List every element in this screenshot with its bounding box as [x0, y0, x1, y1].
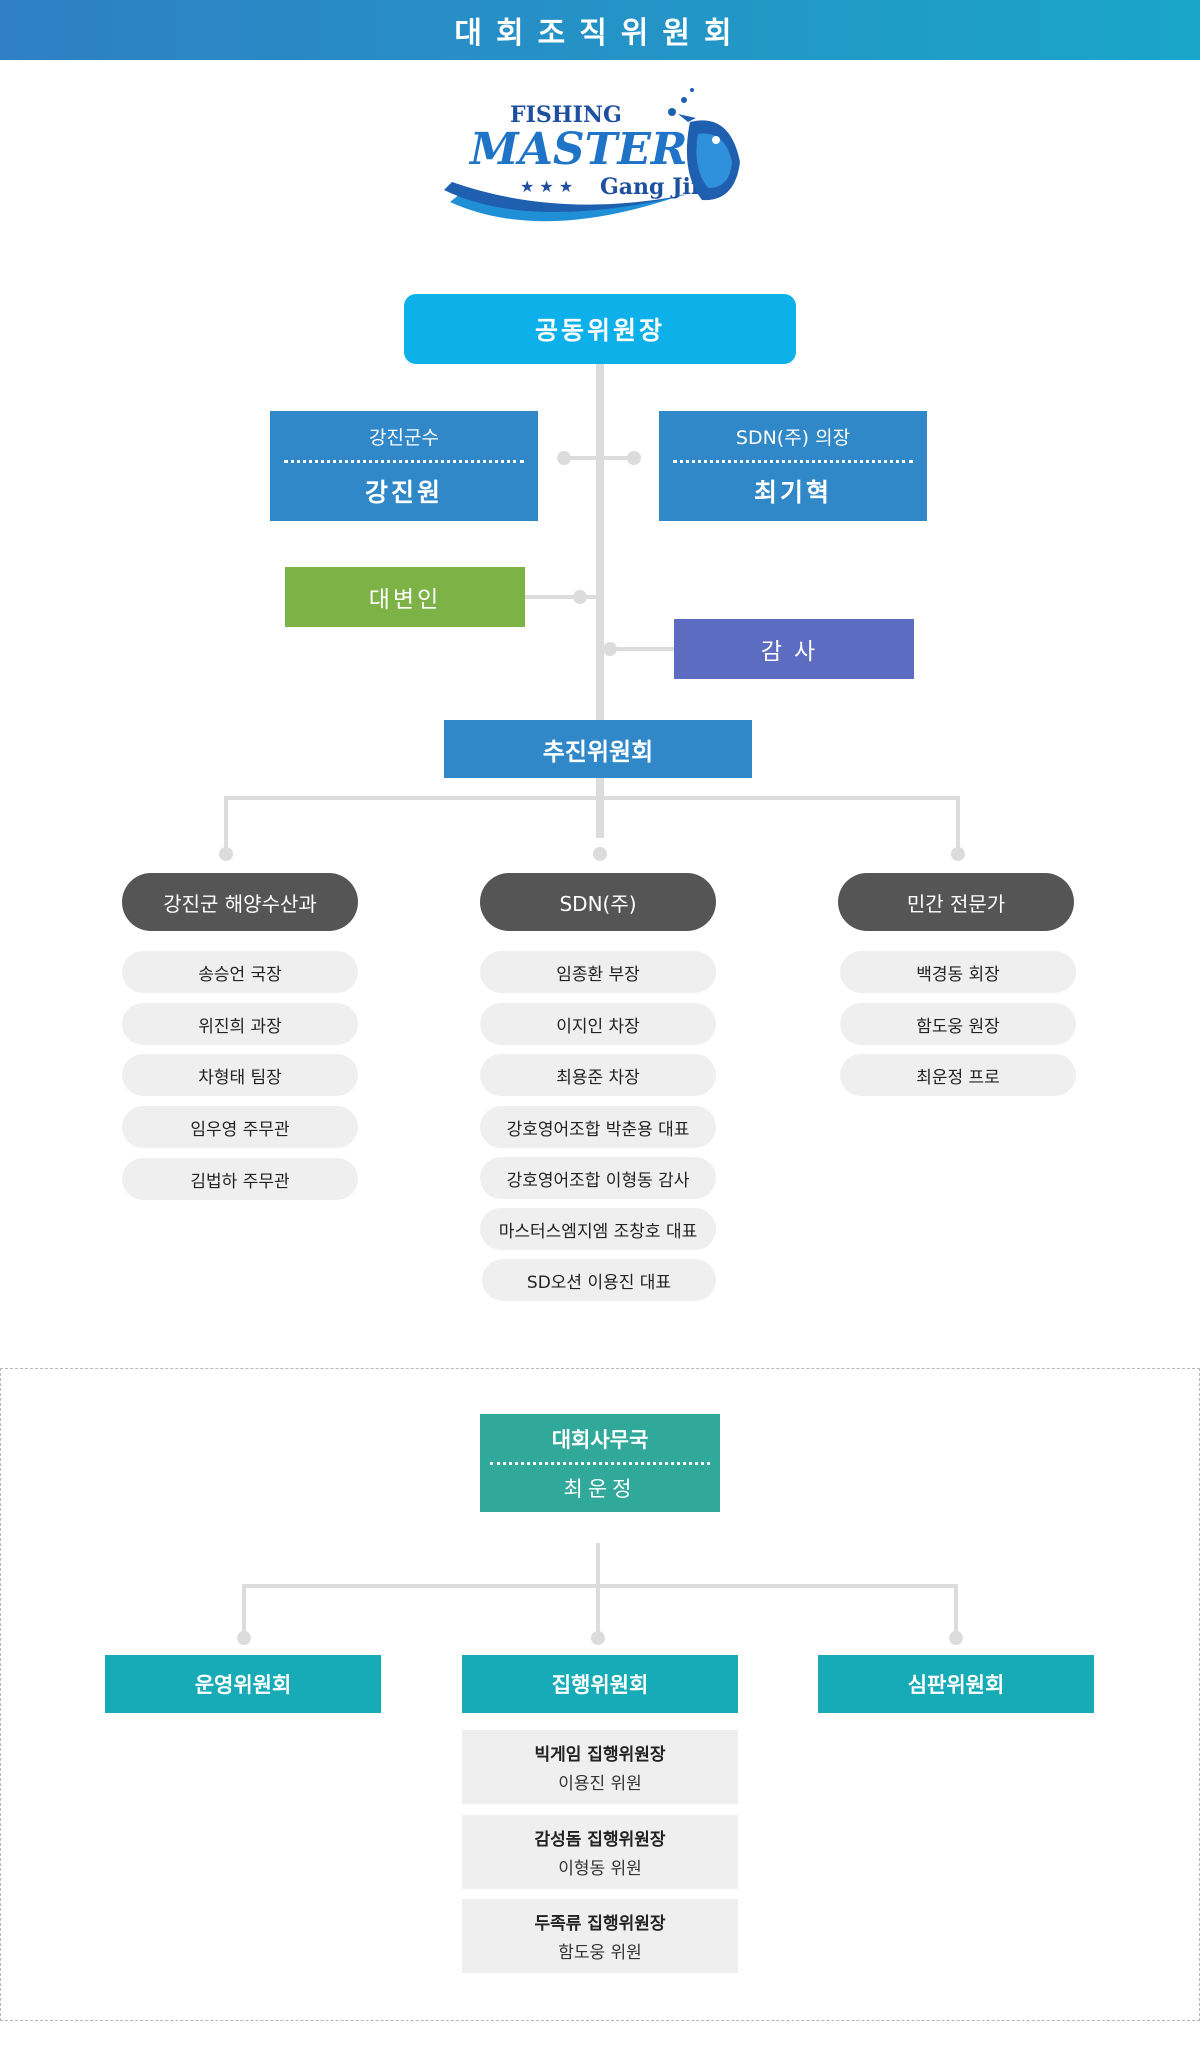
- co-chair-label: 공동위원장: [534, 316, 665, 345]
- member-pill: 최운정 프로: [840, 1054, 1076, 1096]
- cochair-left-role: 강진군수: [284, 423, 524, 463]
- member-pill: 최용준 차장: [480, 1054, 716, 1096]
- cochair-right-name: 최기혁: [753, 478, 832, 507]
- header-banner: 대회조직위원회: [0, 0, 1200, 60]
- secretariat-stem: [596, 1543, 600, 1637]
- member-pill: 임우영 주무관: [122, 1106, 358, 1148]
- connector-dot: [557, 451, 571, 465]
- member-pill: 송승언 국장: [122, 951, 358, 993]
- fish-icon: [678, 114, 740, 201]
- logo-line3: Gang Jin: [600, 174, 707, 200]
- logo-line1: FISHING: [510, 102, 622, 128]
- bubble-icon: [668, 108, 676, 116]
- secretariat-role: 대회사무국: [490, 1424, 710, 1465]
- sub-name: 이용진 위원: [558, 1774, 642, 1794]
- execution-sub-box: 빅게임 집행위원장 이용진 위원: [462, 1730, 738, 1804]
- connector-dot: [603, 642, 617, 656]
- sub-title: 두족류 집행위원장: [534, 1914, 666, 1934]
- group-head-experts: 민간 전문가: [838, 873, 1074, 931]
- committee-drop-line: [242, 1584, 246, 1636]
- secretariat-box: 대회사무국 최운정: [480, 1414, 720, 1512]
- page-title: 대회조직위원회: [454, 16, 746, 51]
- connector-dot: [219, 847, 233, 861]
- connector-dot: [951, 847, 965, 861]
- representative-box: 대변인: [285, 567, 525, 627]
- co-chair-header: 공동위원장: [404, 294, 796, 364]
- execution-sub-box: 감성돔 집행위원장 이형동 위원: [462, 1815, 738, 1889]
- cochair-connector: [564, 456, 634, 460]
- sub-title: 빅게임 집행위원장: [534, 1745, 666, 1765]
- committee-drop-line: [954, 1584, 958, 1636]
- auditor-label: 감사: [760, 639, 828, 665]
- cochair-right-role: SDN(주) 의장: [673, 423, 913, 463]
- promotion-committee-box: 추진위원회: [444, 720, 752, 778]
- member-pill: 이지인 차장: [480, 1003, 716, 1045]
- group-head-marine: 강진군 해양수산과: [122, 873, 358, 931]
- member-pill: 김법하 주무관: [122, 1158, 358, 1200]
- promotion-committee-label: 추진위원회: [542, 737, 654, 766]
- sub-name: 이형동 위원: [558, 1859, 642, 1879]
- committees-horizontal-line: [242, 1584, 958, 1588]
- cochair-right-box: SDN(주) 의장 최기혁: [659, 411, 927, 521]
- group-head-label: SDN(주): [559, 891, 637, 916]
- committee-label: 집행위원회: [551, 1673, 649, 1697]
- judging-committee-box: 심판위원회: [818, 1655, 1094, 1713]
- cochair-left-name: 강진원: [364, 478, 443, 507]
- member-pill: 함도웅 원장: [840, 1003, 1076, 1045]
- group-head-label: 강진군 해양수산과: [163, 891, 317, 916]
- sub-title: 감성돔 집행위원장: [534, 1830, 666, 1850]
- committee-label: 운영위원회: [194, 1673, 292, 1697]
- groups-horizontal-line: [224, 796, 960, 800]
- bubble-icon: [681, 97, 687, 103]
- member-pill: 임종환 부장: [480, 951, 716, 993]
- auditor-connector: [604, 647, 674, 651]
- connector-dot: [591, 1631, 605, 1645]
- representative-connector: [525, 595, 599, 599]
- logo-stars: ★ ★ ★: [520, 177, 573, 196]
- member-pill: SD오션 이용진 대표: [482, 1259, 716, 1301]
- member-pill: 강호영어조합 이형동 감사: [480, 1157, 716, 1199]
- member-pill: 마스터스엠지엠 조창호 대표: [480, 1208, 716, 1250]
- main-vertical-line: [596, 364, 604, 780]
- fishing-masters-logo: FISHING MASTERS ★ ★ ★ Gang Jin: [444, 88, 740, 222]
- member-pill: 위진희 과장: [122, 1003, 358, 1045]
- group-drop-line: [224, 796, 228, 852]
- execution-sub-box: 두족류 집행위원장 함도웅 위원: [462, 1899, 738, 1973]
- sub-name: 함도웅 위원: [558, 1943, 642, 1963]
- secretariat-name: 최운정: [563, 1476, 637, 1501]
- connector-dot: [627, 451, 641, 465]
- execution-committee-box: 집행위원회: [462, 1655, 738, 1713]
- bubble-icon: [690, 88, 694, 92]
- connector-dot: [237, 1631, 251, 1645]
- connector-dot: [949, 1631, 963, 1645]
- committee-label: 심판위원회: [907, 1673, 1005, 1697]
- connector-dot: [573, 590, 587, 604]
- operations-committee-box: 운영위원회: [105, 1655, 381, 1713]
- member-pill: 백경동 회장: [840, 951, 1076, 993]
- group-head-label: 민간 전문가: [906, 891, 1006, 916]
- promotion-stem: [596, 778, 604, 838]
- logo-line2: MASTERS: [468, 124, 719, 175]
- cochair-left-box: 강진군수 강진원: [270, 411, 538, 521]
- group-head-sdn: SDN(주): [480, 873, 716, 931]
- member-pill: 강호영어조합 박춘용 대표: [480, 1106, 716, 1148]
- connector-dot: [593, 847, 607, 861]
- group-drop-line: [956, 796, 960, 852]
- auditor-box: 감사: [674, 619, 914, 679]
- representative-label: 대변인: [368, 587, 442, 613]
- member-pill: 차형태 팀장: [122, 1054, 358, 1096]
